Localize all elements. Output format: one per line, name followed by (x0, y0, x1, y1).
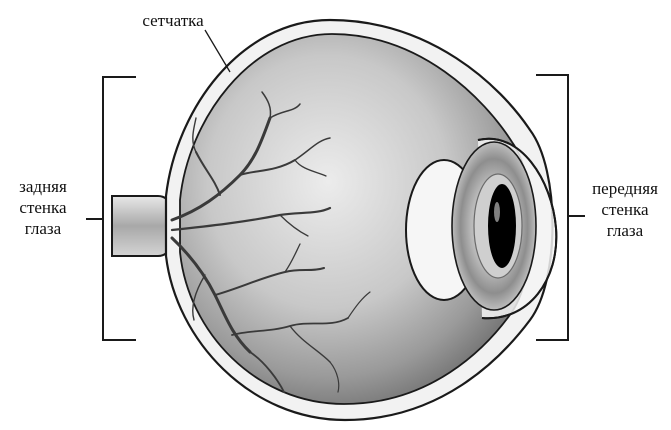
retina-label: сетчатка (118, 10, 228, 31)
back-wall-label: задняя стенка глаза (2, 176, 84, 239)
front-wall-label-line-2: стенка (582, 199, 668, 220)
front-wall-label: передняя стенка глаза (582, 178, 668, 241)
back-wall-label-line-2: стенка (2, 197, 84, 218)
retina-leader-line (205, 30, 230, 72)
optic-nerve (112, 196, 172, 256)
pupil (488, 184, 516, 268)
front-wall-label-line-1: передняя (582, 178, 668, 199)
back-wall-label-line-3: глаза (2, 218, 84, 239)
retina-label-text: сетчатка (118, 10, 228, 31)
back-wall-label-line-1: задняя (2, 176, 84, 197)
pupil-highlight (494, 202, 500, 222)
front-wall-label-line-3: глаза (582, 220, 668, 241)
